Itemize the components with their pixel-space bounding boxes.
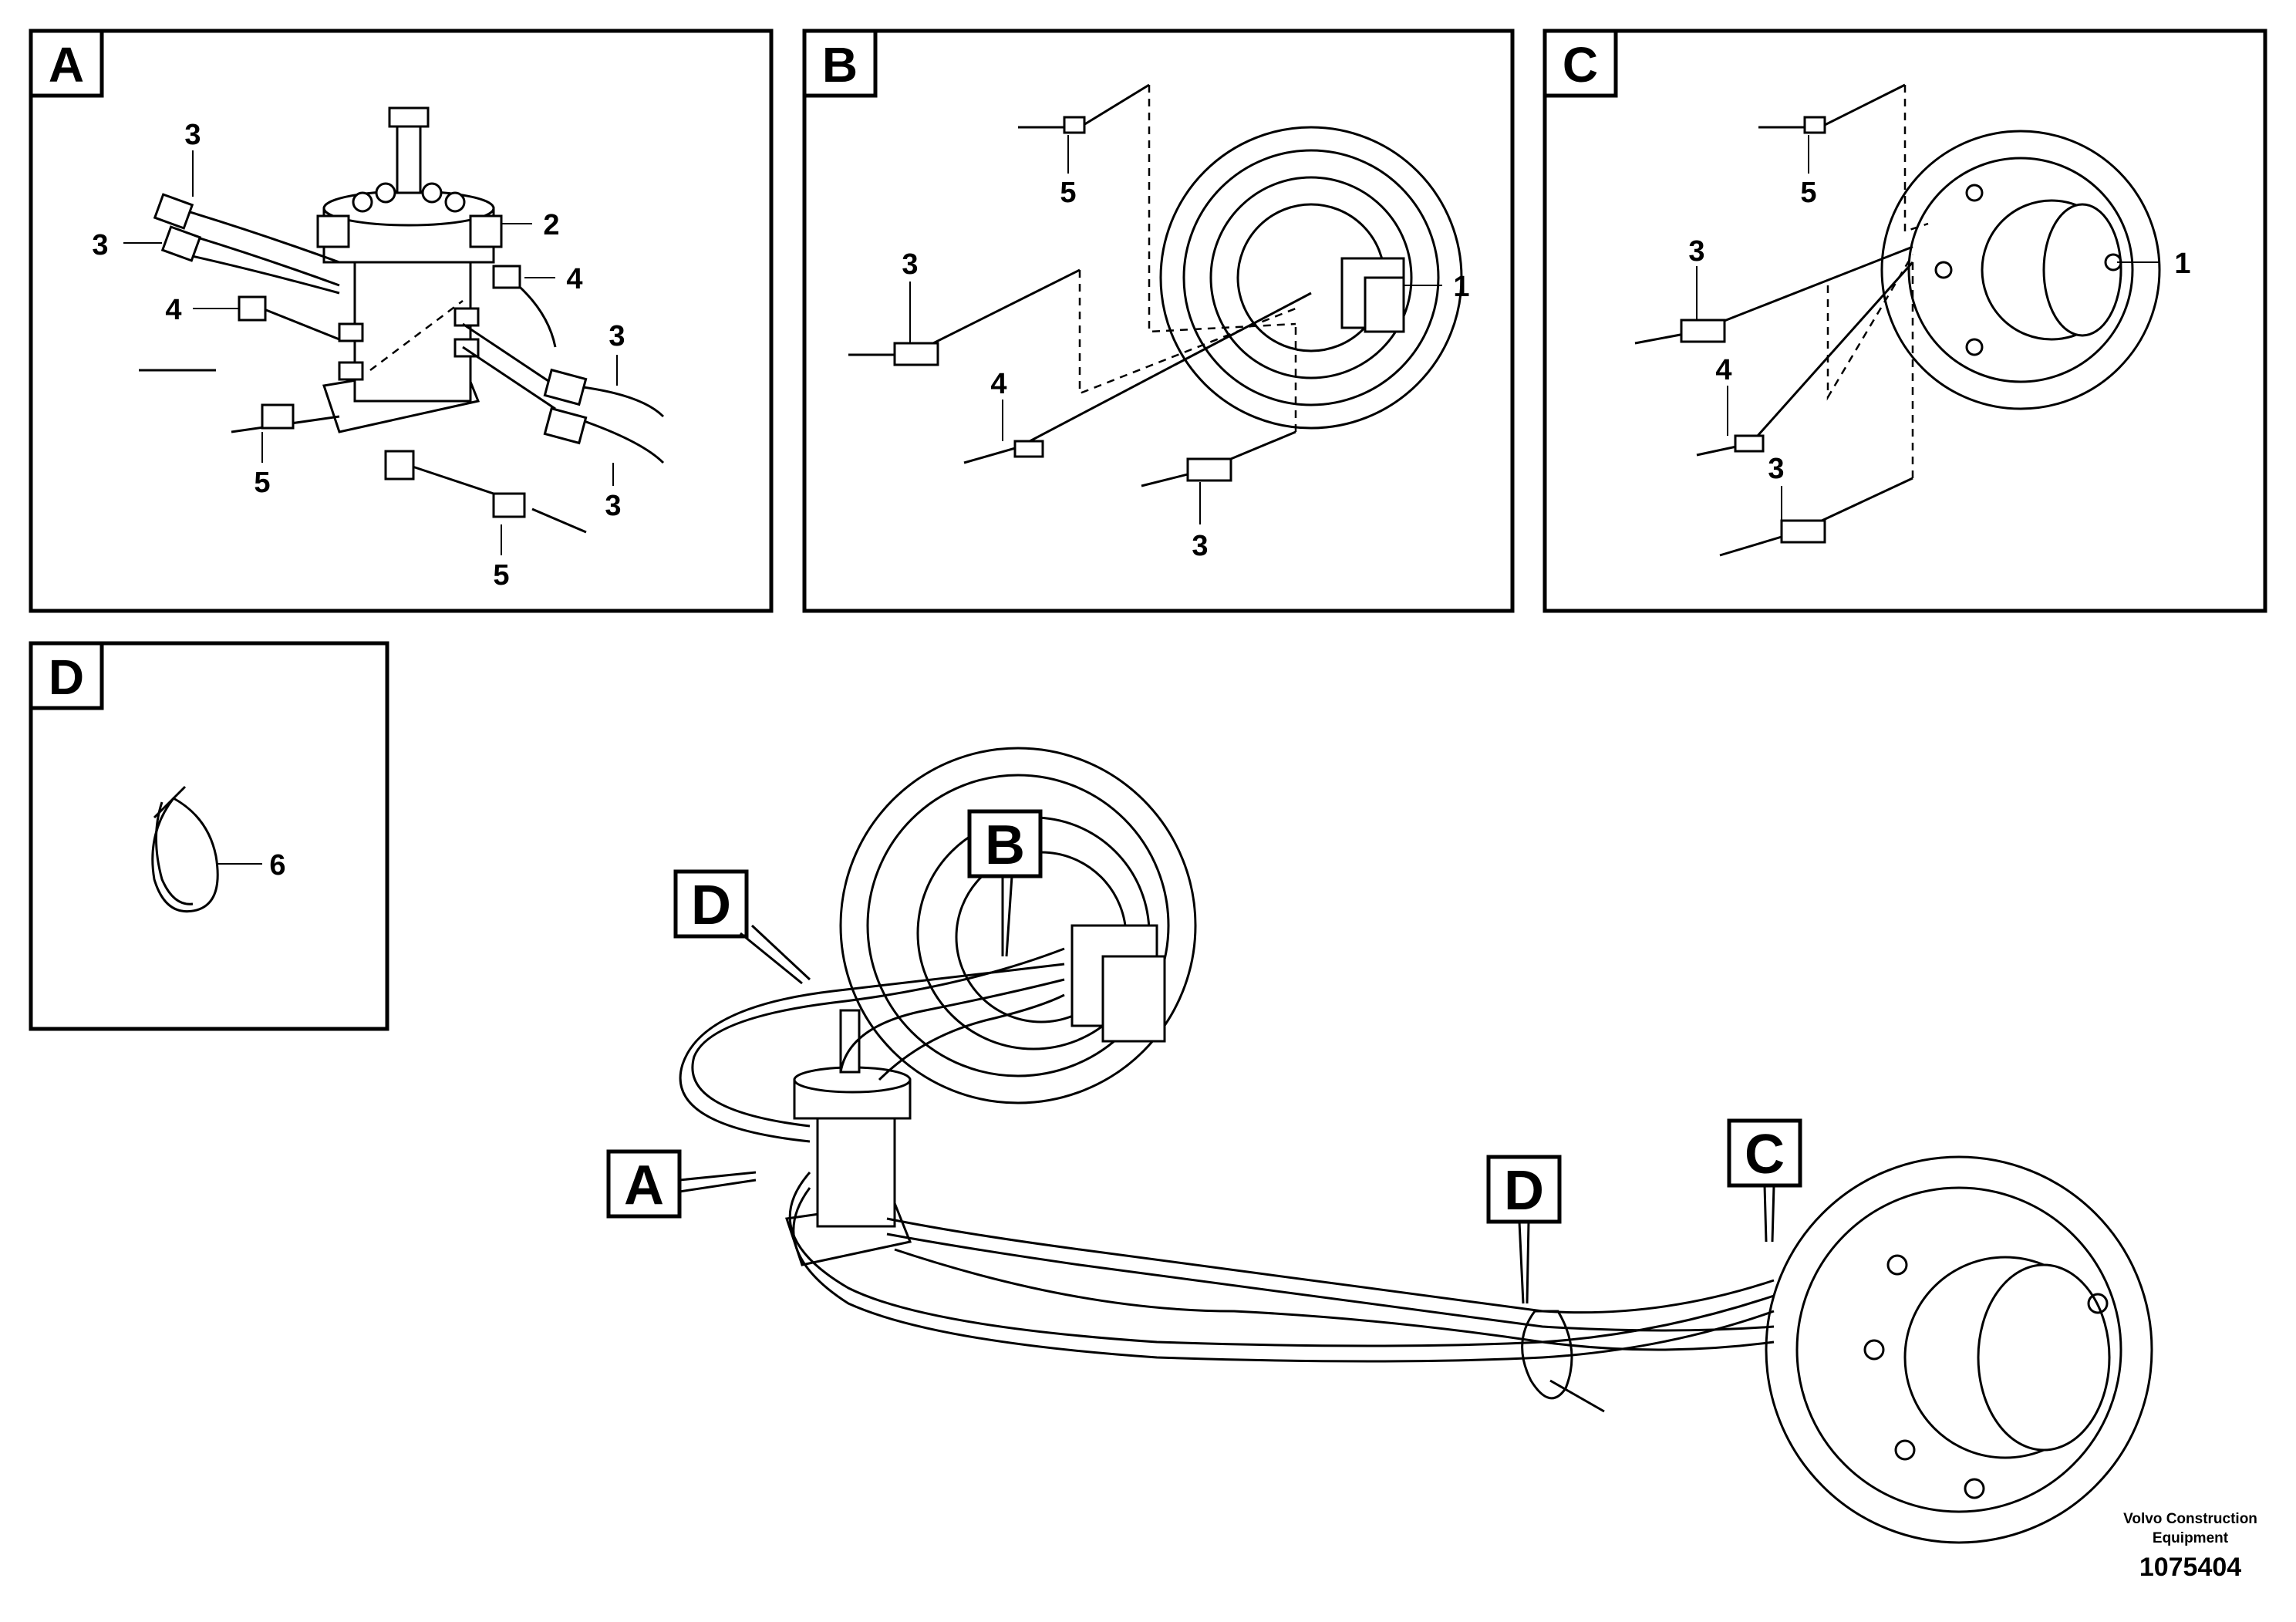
main-left-sprocket bbox=[839, 747, 1197, 1104]
panel-b: B 5 3 bbox=[802, 29, 1515, 613]
panel-a-label-4: 4 bbox=[566, 263, 582, 295]
panel-b-leaders bbox=[909, 135, 1442, 524]
panel-a: A bbox=[29, 29, 774, 613]
panel-b-label-5: 3 bbox=[1192, 530, 1208, 562]
panel-b-letter: B bbox=[822, 37, 858, 93]
panel-d-label-1: 6 bbox=[269, 849, 285, 882]
panel-a-label-5: 4 bbox=[165, 294, 181, 326]
panel-a-label-1: 3 bbox=[184, 119, 201, 151]
panel-c-letter: C bbox=[1563, 37, 1598, 93]
callout-d-upper-letter: D bbox=[691, 875, 731, 936]
panel-a-label-6: 3 bbox=[609, 320, 625, 352]
panel-c: C bbox=[1542, 29, 2267, 613]
callout-d-upper: D bbox=[673, 869, 811, 985]
main-right-sprocket bbox=[1765, 1155, 2153, 1544]
footer-drawing-number: 1075404 bbox=[2139, 1553, 2241, 1582]
footer: Volvo Construction Equipment 1075404 bbox=[2123, 1511, 2257, 1582]
main-hose-bundle bbox=[679, 947, 1775, 1413]
panel-b-label-3: 1 bbox=[1453, 271, 1469, 303]
panel-b-hoses bbox=[848, 83, 1312, 487]
panel-a-label-2: 3 bbox=[92, 229, 108, 261]
panel-a-label-3: 2 bbox=[543, 209, 559, 241]
panel-c-hoses bbox=[1634, 83, 1929, 557]
panel-d: D 6 bbox=[29, 641, 389, 1031]
panel-a-label-8: 3 bbox=[605, 490, 621, 522]
panel-c-label-4: 4 bbox=[1715, 354, 1731, 386]
panel-c-label-5: 3 bbox=[1768, 453, 1784, 485]
callout-c-letter: C bbox=[1745, 1124, 1785, 1185]
callout-b: B bbox=[967, 809, 1043, 957]
panel-c-label-1: 5 bbox=[1800, 177, 1816, 209]
callout-c: C bbox=[1727, 1118, 1802, 1243]
callout-a: A bbox=[606, 1149, 757, 1219]
callout-b-letter: B bbox=[985, 814, 1025, 876]
panel-b-sprocket bbox=[1159, 126, 1463, 430]
panel-c-label-2: 3 bbox=[1688, 235, 1704, 268]
cable-tie-icon bbox=[151, 785, 219, 913]
callout-a-letter: A bbox=[624, 1155, 664, 1216]
panel-c-leaders bbox=[1696, 135, 2159, 521]
panel-b-label-2: 3 bbox=[902, 248, 918, 281]
panel-a-label-7: 5 bbox=[254, 467, 270, 499]
panel-a-rotary-joint bbox=[316, 106, 503, 433]
callout-d-lower-letter: D bbox=[1504, 1160, 1544, 1222]
panel-a-label-9: 5 bbox=[493, 559, 509, 592]
panel-d-letter: D bbox=[49, 649, 84, 705]
panel-b-label-1: 5 bbox=[1060, 177, 1076, 209]
panel-b-label-4: 4 bbox=[990, 368, 1006, 400]
panel-c-sprocket bbox=[1880, 130, 2161, 410]
footer-company-line2: Equipment bbox=[2153, 1530, 2229, 1546]
main-assembly: D B A D C bbox=[606, 747, 2153, 1544]
panel-a-letter: A bbox=[49, 37, 84, 93]
panel-a-hoses bbox=[139, 193, 665, 534]
footer-company-line1: Volvo Construction bbox=[2123, 1511, 2257, 1527]
panel-a-leaders bbox=[123, 150, 618, 555]
callout-d-lower: D bbox=[1486, 1155, 1562, 1304]
panel-c-label-3: 1 bbox=[2174, 248, 2190, 280]
